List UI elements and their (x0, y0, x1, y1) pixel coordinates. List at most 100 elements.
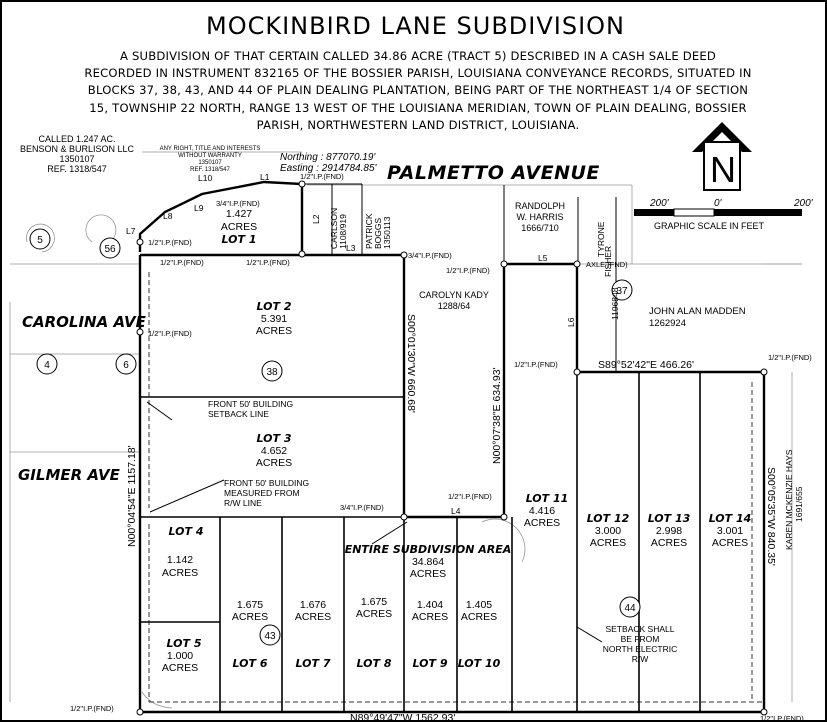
svg-text:LOT 8: LOT 8 (357, 657, 392, 670)
svg-text:REF. 1318/547: REF. 1318/547 (47, 164, 107, 174)
svg-text:ACRES: ACRES (590, 537, 626, 549)
bearing-mid1: S00°01'30"W 660.68' (405, 314, 417, 413)
adjoiner-patrick: PATRICK BOGGS 1350113 (364, 213, 392, 249)
svg-text:1288/64: 1288/64 (438, 301, 471, 311)
svg-text:LOT 11: LOT 11 (526, 492, 569, 505)
svg-text:ENTIRE SUBDIVISION AREA: ENTIRE SUBDIVISION AREA (345, 543, 512, 556)
svg-text:TYRONE: TYRONE (596, 221, 606, 257)
svg-text:ACRES: ACRES (412, 611, 448, 623)
svg-text:1/2"I.P.(FND): 1/2"I.P.(FND) (446, 266, 490, 275)
svg-text:LOT 1: LOT 1 (222, 233, 257, 246)
svg-text:L8: L8 (163, 211, 173, 221)
svg-text:L10: L10 (198, 173, 212, 183)
description-line: RECORDED IN INSTRUMENT 832165 OF THE BOS… (84, 66, 752, 81)
svg-text:L9: L9 (194, 203, 204, 213)
description-line: PARISH, NORTHWESTERN LAND DISTRICT, LOUI… (256, 117, 580, 132)
adjoiner-randolph: RANDOLPH W. HARRIS 1666/710 (515, 201, 565, 233)
svg-text:LOT 14: LOT 14 (709, 512, 752, 525)
lot-10: 1.405 ACRES LOT 10 (458, 599, 501, 670)
svg-text:2.998: 2.998 (656, 525, 682, 537)
setback-note-2: FRONT 50' BUILDING MEASURED FROM R/W LIN… (224, 478, 309, 508)
note-leaders (146, 401, 603, 643)
svg-text:L6: L6 (566, 317, 576, 327)
svg-text:LOT 4: LOT 4 (169, 525, 204, 538)
svg-text:REF. 1318/547: REF. 1318/547 (190, 167, 230, 173)
lot-8: 1.675 ACRES LOT 8 (356, 596, 392, 670)
svg-text:1666/710: 1666/710 (521, 223, 559, 233)
svg-text:1/2"I.P.(FND): 1/2"I.P.(FND) (70, 704, 114, 713)
description-line: BLOCKS 37, 38, 43, AND 44 OF PLAIN DEALI… (87, 83, 749, 98)
lot-9: 1.404 ACRES LOT 9 (412, 599, 448, 670)
svg-text:LOT 5: LOT 5 (167, 637, 202, 650)
svg-text:L2: L2 (311, 214, 321, 224)
svg-text:37: 37 (616, 286, 628, 297)
description-line: 15, TOWNSHIP 22 NORTH, RANGE 13 WEST OF … (89, 100, 747, 115)
bearing-east: S00°05'35"W 840.35' (765, 467, 777, 566)
svg-text:R/W LINE: R/W LINE (224, 498, 262, 508)
svg-text:SETBACK SHALL: SETBACK SHALL (606, 624, 675, 634)
svg-text:ACRES: ACRES (256, 457, 292, 469)
svg-text:3/4"I.P.(FND): 3/4"I.P.(FND) (340, 503, 384, 512)
svg-text:CARLSON: CARLSON (329, 208, 339, 249)
scale-right: 200' (793, 198, 814, 209)
north-arrow (692, 122, 752, 191)
setback-note-1: FRONT 50' BUILDING SETBACK LINE (208, 399, 293, 419)
svg-text:43: 43 (264, 631, 276, 642)
svg-text:LOT 13: LOT 13 (648, 512, 691, 525)
svg-text:1/2"I.P.(FND): 1/2"I.P.(FND) (760, 714, 804, 722)
lot-13: LOT 13 2.998 ACRES (648, 512, 691, 549)
lot-1: LOT 1 1.427 ACRES (221, 208, 257, 246)
svg-text:CALLED 1.247 AC.: CALLED 1.247 AC. (38, 134, 115, 144)
svg-text:RANDOLPH: RANDOLPH (515, 201, 565, 211)
lot-3: LOT 3 4.652 ACRES (256, 432, 292, 469)
svg-text:ACRES: ACRES (461, 611, 497, 623)
svg-text:6: 6 (123, 360, 129, 371)
adjoiner-tiny-note: ANY RIGHT, TITLE AND INTERESTS WITHOUT W… (160, 146, 261, 173)
svg-text:L1: L1 (260, 172, 270, 182)
adjoiner-madden: JOHN ALAN MADDEN 1262924 (649, 306, 746, 329)
svg-text:LOT 12: LOT 12 (587, 512, 630, 525)
adjoiner-benson: CALLED 1.247 AC. BENSON & BURLISON LLC 1… (20, 134, 135, 174)
svg-text:4.416: 4.416 (529, 505, 555, 517)
svg-text:AXLE (FND): AXLE (FND) (586, 260, 628, 269)
block-circles (29, 228, 641, 646)
svg-text:BOGGS: BOGGS (373, 217, 383, 249)
svg-text:SETBACK LINE: SETBACK LINE (208, 409, 269, 419)
svg-text:5: 5 (37, 235, 43, 246)
lot-6: 1.675 ACRES LOT 6 (232, 599, 268, 670)
description-line: A SUBDIVISION OF THAT CERTAIN CALLED 34.… (119, 49, 717, 63)
lot-12: LOT 12 3.000 ACRES (587, 512, 630, 549)
svg-text:MEASURED FROM: MEASURED FROM (224, 488, 300, 498)
bearing-south: N89°49'47"W 1562.93' (350, 712, 455, 722)
svg-text:WITHOUT WARRANTY: WITHOUT WARRANTY (178, 153, 242, 159)
entire-area: ENTIRE SUBDIVISION AREA 34.864 ACRES (345, 543, 512, 580)
svg-text:BENSON & BURLISON LLC: BENSON & BURLISON LLC (20, 144, 135, 154)
svg-text:ACRES: ACRES (524, 517, 560, 529)
adjoiner-carlson: CARLSON 1108/919 (329, 208, 348, 249)
svg-text:1.675: 1.675 (237, 599, 263, 611)
svg-text:LOT 6: LOT 6 (233, 657, 268, 670)
lot-14: LOT 14 3.001 ACRES (709, 512, 752, 549)
svg-text:ACRES: ACRES (162, 567, 198, 579)
svg-text:1.405: 1.405 (466, 599, 492, 611)
easting-label: Easting : 2914784.85' (280, 163, 378, 174)
svg-text:1/2"I.P.(FND): 1/2"I.P.(FND) (148, 329, 192, 338)
svg-text:1/2"I.P.(FND): 1/2"I.P.(FND) (246, 258, 290, 267)
svg-text:ACRES: ACRES (295, 611, 331, 623)
svg-text:FRONT 50' BUILDING: FRONT 50' BUILDING (224, 478, 309, 488)
street-palmetto: PALMETTO AVENUE (387, 162, 600, 184)
north-arrow-letter: N (710, 149, 736, 190)
northing-label: Northing : 877070.19' (280, 152, 376, 163)
svg-text:ACRES: ACRES (651, 537, 687, 549)
adjoiner-hays: KAREN MCKENZIE HAYS 1691/655 (784, 449, 804, 550)
line-labels: L1 L2 L3 L4 L5 L6 L7 L8 L9 L10 (126, 172, 576, 516)
svg-text:ACRES: ACRES (712, 537, 748, 549)
svg-text:1.427: 1.427 (226, 208, 252, 220)
svg-text:1/2"I.P.(FND): 1/2"I.P.(FND) (448, 492, 492, 501)
svg-text:1/2"I.P.(FND): 1/2"I.P.(FND) (160, 258, 204, 267)
svg-text:1/2"I.P.(FND): 1/2"I.P.(FND) (148, 238, 192, 247)
svg-text:LOT 2: LOT 2 (257, 300, 292, 313)
svg-text:FISHER: FISHER (603, 246, 613, 277)
